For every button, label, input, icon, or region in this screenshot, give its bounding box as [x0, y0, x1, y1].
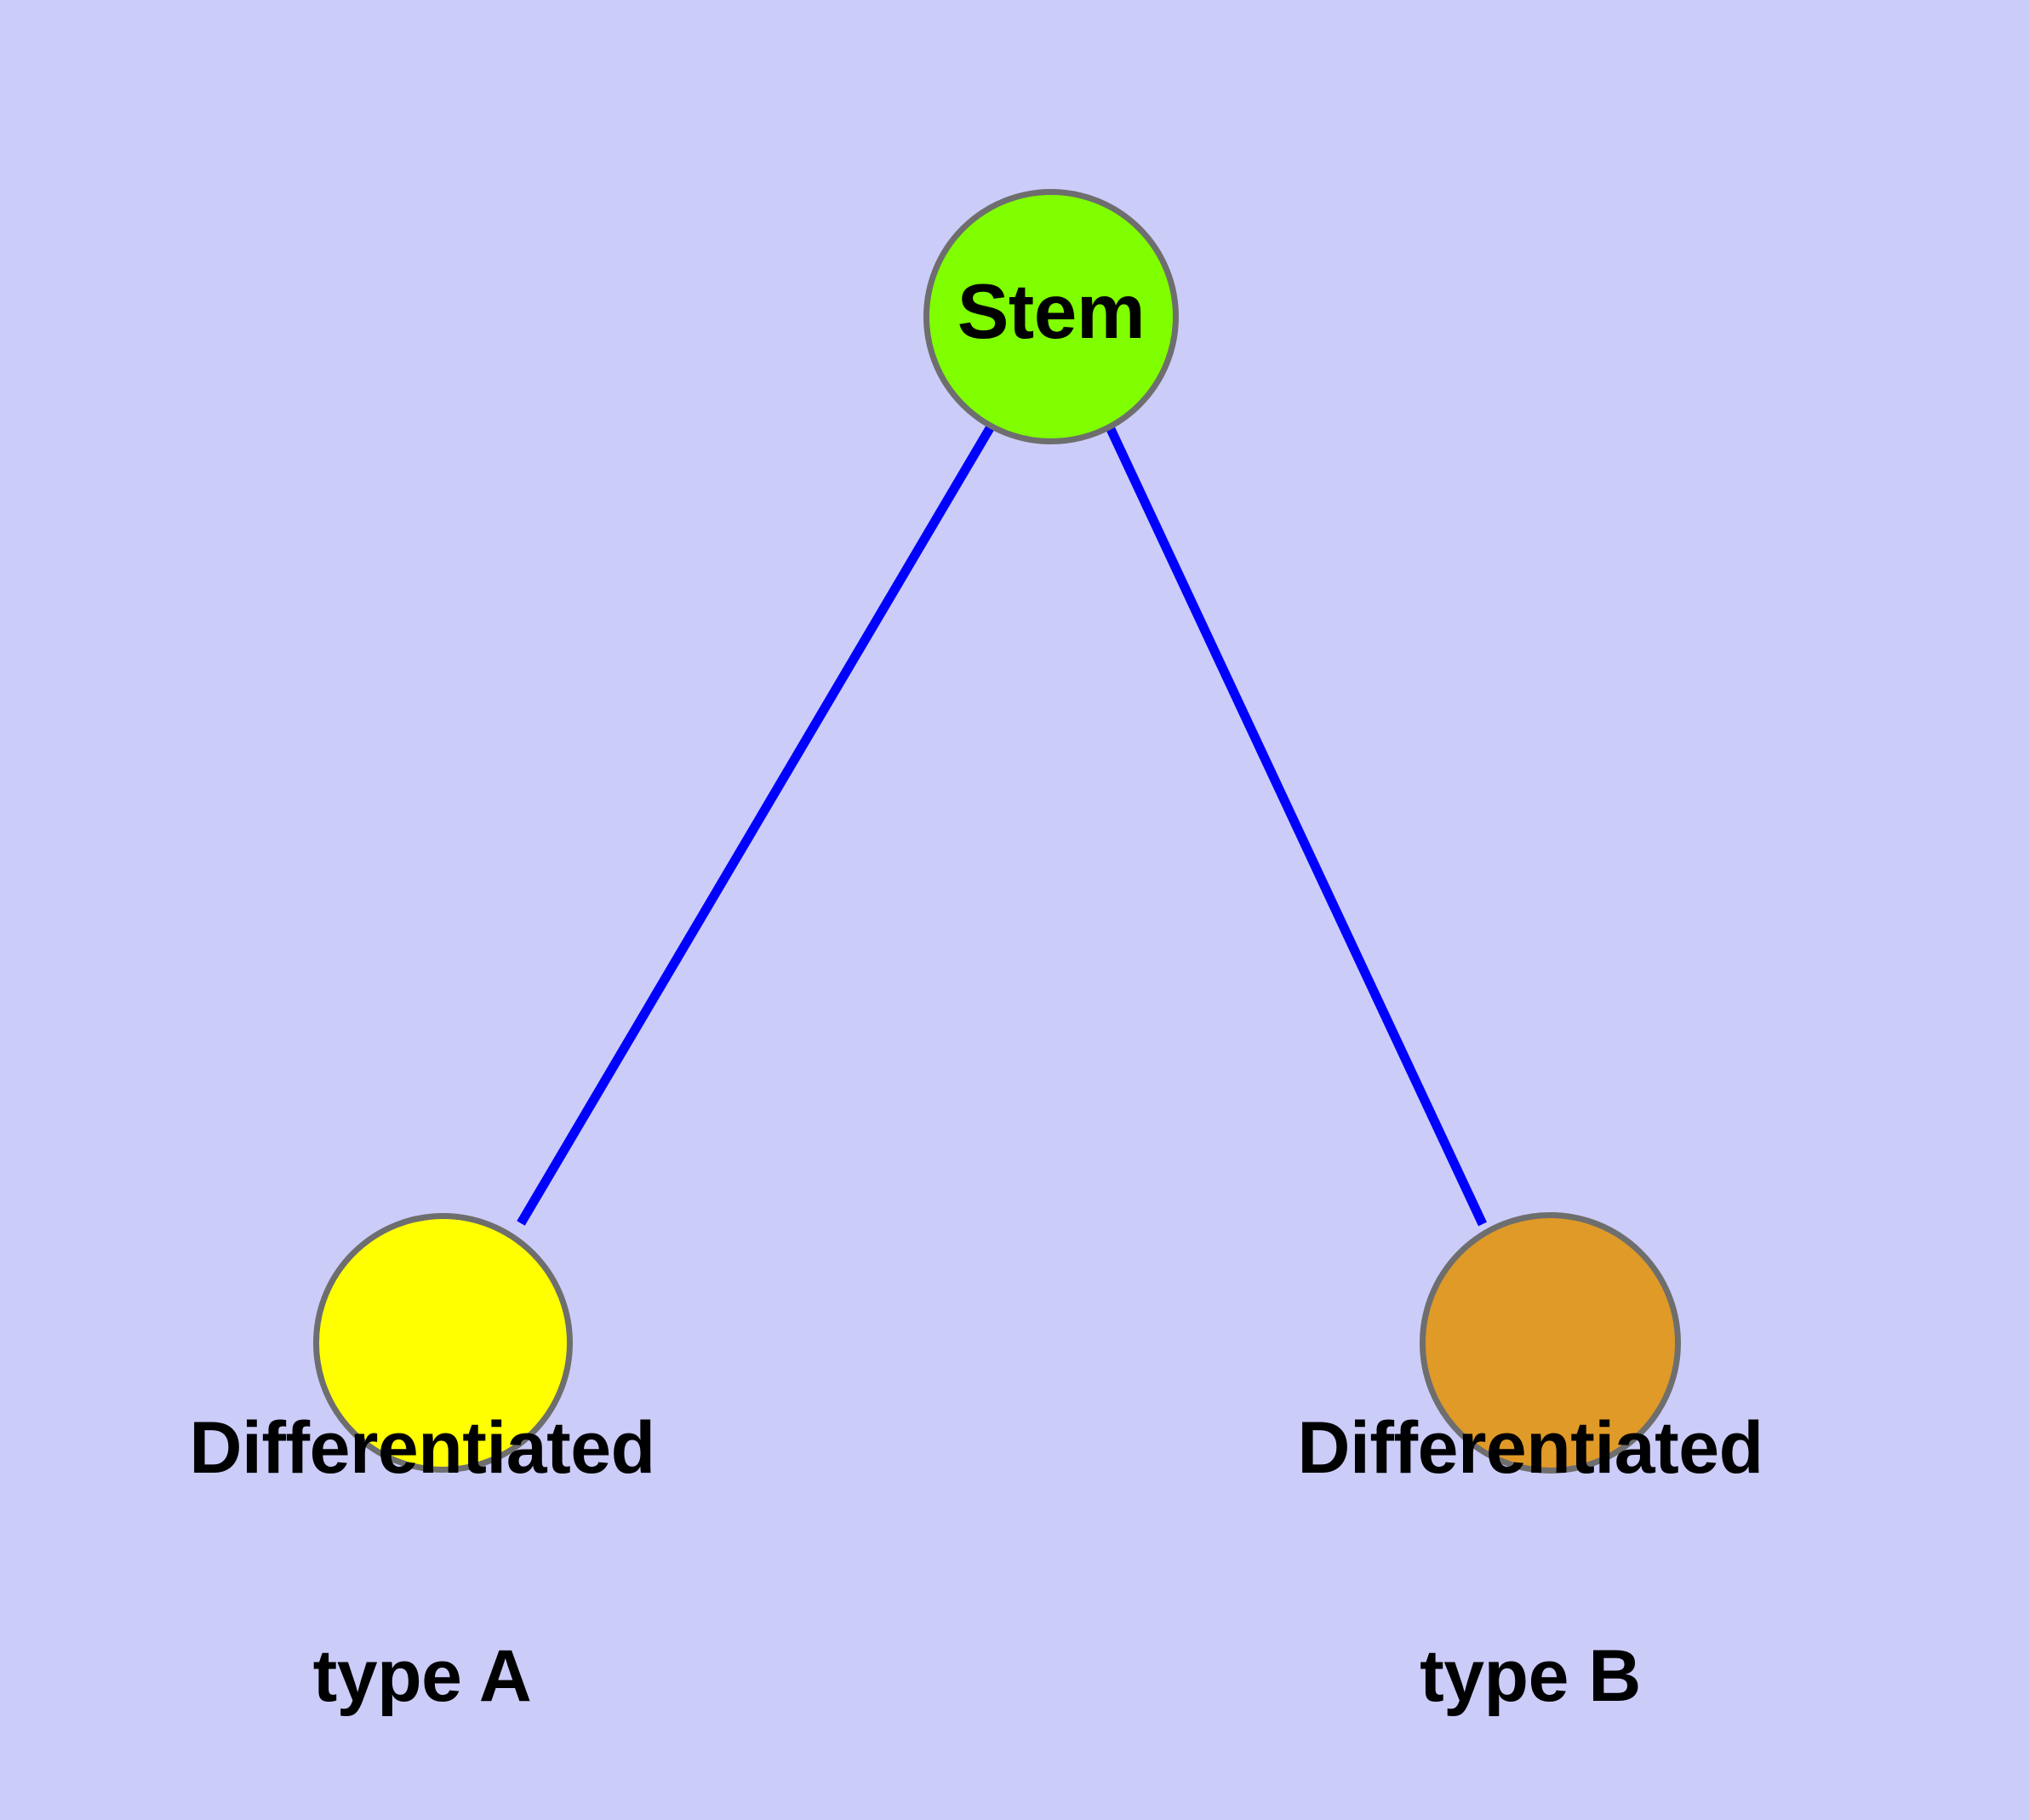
node-differentiated-type-b[interactable]	[1420, 1212, 1681, 1474]
node-differentiated-type-a[interactable]	[313, 1213, 573, 1473]
node-stem[interactable]	[923, 189, 1179, 444]
edge-stem-to-differentiated-type-b	[1106, 426, 1487, 1227]
edge-stem-to-differentiated-type-a	[517, 426, 994, 1226]
